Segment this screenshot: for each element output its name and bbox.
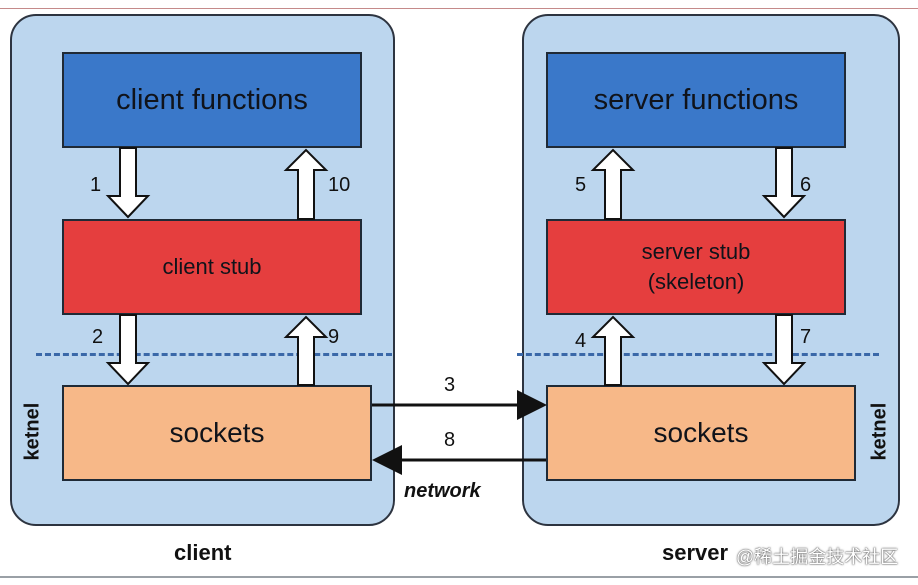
server-stub-sublabel: (skeleton) — [647, 269, 745, 294]
arrow-10-up — [283, 148, 329, 220]
client-functions-label: client functions — [116, 83, 308, 116]
arrow-5-up — [590, 148, 636, 220]
client-functions-box: client functions — [62, 52, 362, 148]
watermark-text: @稀土掘金技术社区 — [736, 547, 899, 567]
arrow-2-down — [105, 314, 151, 386]
client-stub-box: client stub — [62, 219, 362, 315]
step-8-label: 8 — [444, 429, 456, 451]
server-label: server — [662, 540, 729, 565]
step-5-label: 5 — [575, 174, 587, 196]
step-6-label: 6 — [800, 174, 812, 196]
server-functions-box: server functions — [546, 52, 846, 148]
server-functions-label: server functions — [593, 83, 799, 116]
step-4-label: 4 — [575, 330, 587, 352]
step-1-label: 1 — [90, 174, 102, 196]
arrow-6-down — [761, 147, 807, 219]
client-kernel-label: ketnel — [21, 402, 44, 461]
step-2-label: 2 — [92, 326, 104, 348]
arrow-7-down — [761, 314, 807, 386]
client-sockets-box: sockets — [62, 385, 372, 481]
server-stub-box: server stub (skeleton) — [546, 219, 846, 315]
network-label: network — [404, 480, 481, 502]
top-rule — [0, 8, 918, 9]
step-7-label: 7 — [800, 326, 812, 348]
step-3-label: 3 — [444, 374, 456, 396]
arrow-4-up — [590, 315, 636, 386]
client-kernel-boundary — [36, 353, 392, 356]
bottom-rule — [0, 576, 918, 578]
client-sockets-label: sockets — [169, 417, 265, 448]
server-stub-label: server stub — [641, 239, 751, 264]
server-sockets-box: sockets — [546, 385, 856, 481]
step-10-label: 10 — [328, 174, 351, 196]
server-kernel-boundary — [517, 353, 879, 356]
client-stub-label: client stub — [162, 254, 262, 279]
server-kernel-label: ketnel — [868, 402, 891, 461]
step-9-label: 9 — [328, 326, 340, 348]
arrow-1-down — [105, 147, 151, 219]
client-label: client — [174, 540, 232, 565]
server-sockets-label: sockets — [653, 417, 749, 448]
arrow-9-up — [283, 315, 329, 386]
